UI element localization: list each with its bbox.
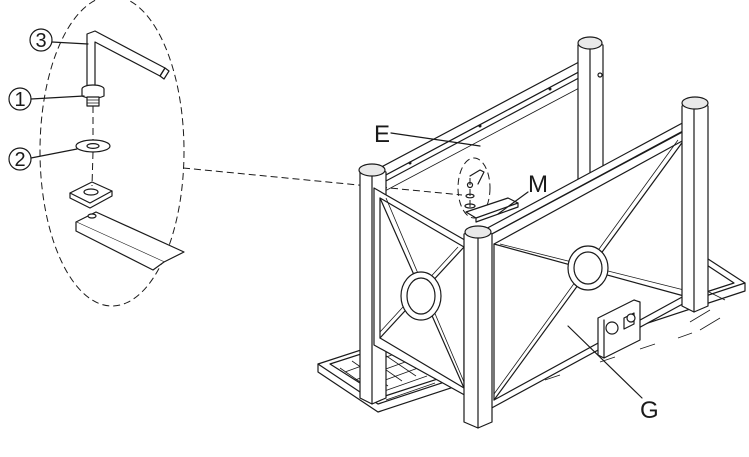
leg-front-left [463,225,493,429]
callout-2-text: 2 [14,149,25,171]
label-G: G [567,325,659,424]
washer [75,139,111,153]
label-M: M [497,171,548,215]
label-E: E [374,121,481,148]
leg-front-right [681,96,709,313]
label-M-text: M [528,171,548,198]
callout-2: 2 [8,147,78,171]
detail-leader-top [182,167,463,196]
detail-ellipse [39,0,185,307]
axis-line [91,106,94,187]
detail-bubble [39,0,491,307]
callout-1: 1 [8,87,85,111]
label-E-text: E [374,121,390,148]
rail-E [371,61,591,193]
bracket-plate [69,181,113,209]
rail-piece [75,211,185,271]
callout-3: 3 [29,28,89,52]
detail-spot-hardware [464,169,485,210]
callout-3-text: 3 [35,30,46,52]
panel-left [373,187,471,399]
allen-key [86,30,170,91]
detail-spot-ellipse [457,157,491,219]
callout-1-text: 1 [14,89,25,111]
label-G-text: G [640,397,659,424]
bolt [81,84,105,107]
bracket-G [597,299,641,359]
panel-front [479,119,697,411]
rail-M [465,197,519,223]
